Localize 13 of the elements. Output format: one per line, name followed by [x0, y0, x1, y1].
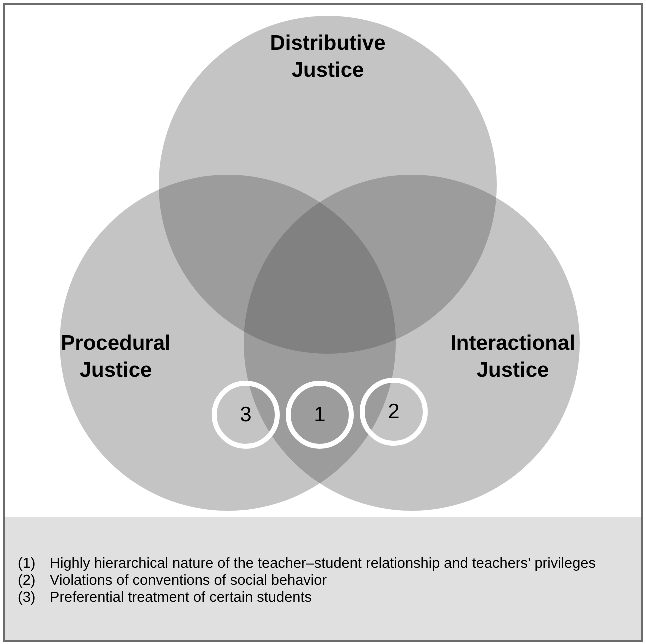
note-text: (2) Violations of conventions of social behavior: [18, 573, 328, 590]
number-ring: [286, 381, 354, 449]
number-ring: [360, 378, 428, 446]
circle-label: Interactional Justice: [450, 331, 576, 384]
callout-number: 3: [240, 404, 252, 426]
circle-label: Distributive Justice: [270, 31, 386, 84]
note-text: (1) Highly hierarchical nature of the teacher–student relationship and teachers’ privileges: [18, 556, 596, 573]
number-ring: [212, 381, 280, 449]
callout-number: 2: [388, 402, 400, 422]
notes-panel: [5, 517, 641, 640]
callout-number: 1: [314, 404, 326, 426]
circle-label: Procedural Justice: [61, 331, 171, 384]
note-text: (3) Preferential treatment of certain students: [18, 590, 312, 607]
